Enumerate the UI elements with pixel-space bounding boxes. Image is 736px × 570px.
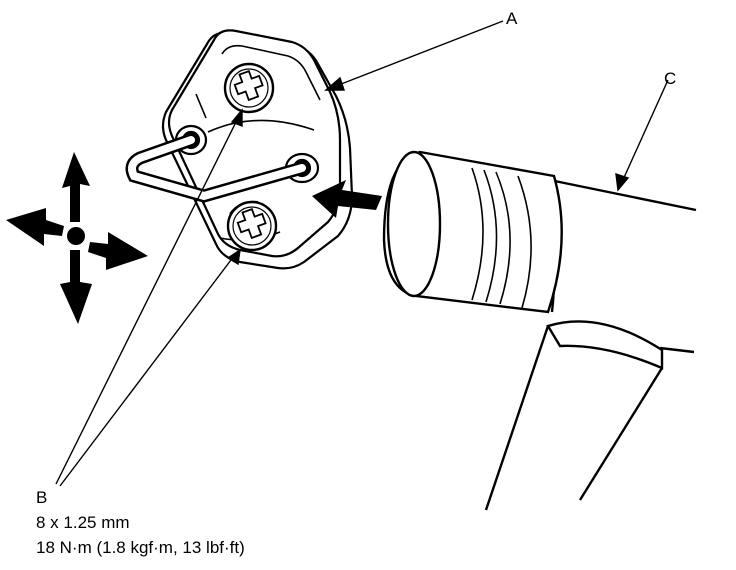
leader-line-b-upper bbox=[55, 117, 239, 485]
upper-bolt bbox=[223, 62, 275, 114]
leader-line-b-lower bbox=[59, 255, 235, 487]
four-way-arrows-icon bbox=[6, 152, 148, 324]
callout-label-a: A bbox=[506, 9, 518, 28]
callout-label-b: B bbox=[36, 488, 47, 507]
callout-label-c: C bbox=[664, 69, 676, 88]
door-latch-assembly bbox=[382, 150, 697, 511]
leader-lines bbox=[55, 20, 669, 487]
striker-loop bbox=[125, 133, 309, 203]
bolt-size-spec: 8 x 1.25 mm bbox=[36, 513, 130, 532]
push-direction-arrow-icon bbox=[312, 180, 382, 218]
bolt-torque-spec: 18 N·m (1.8 kgf·m, 13 lbf·ft) bbox=[36, 538, 245, 557]
phillips-bolt-icon bbox=[233, 69, 264, 102]
leader-line-a bbox=[335, 20, 504, 87]
phillips-bolt-icon bbox=[236, 207, 267, 240]
lower-bolt bbox=[226, 200, 278, 252]
leader-line-c bbox=[621, 79, 669, 183]
